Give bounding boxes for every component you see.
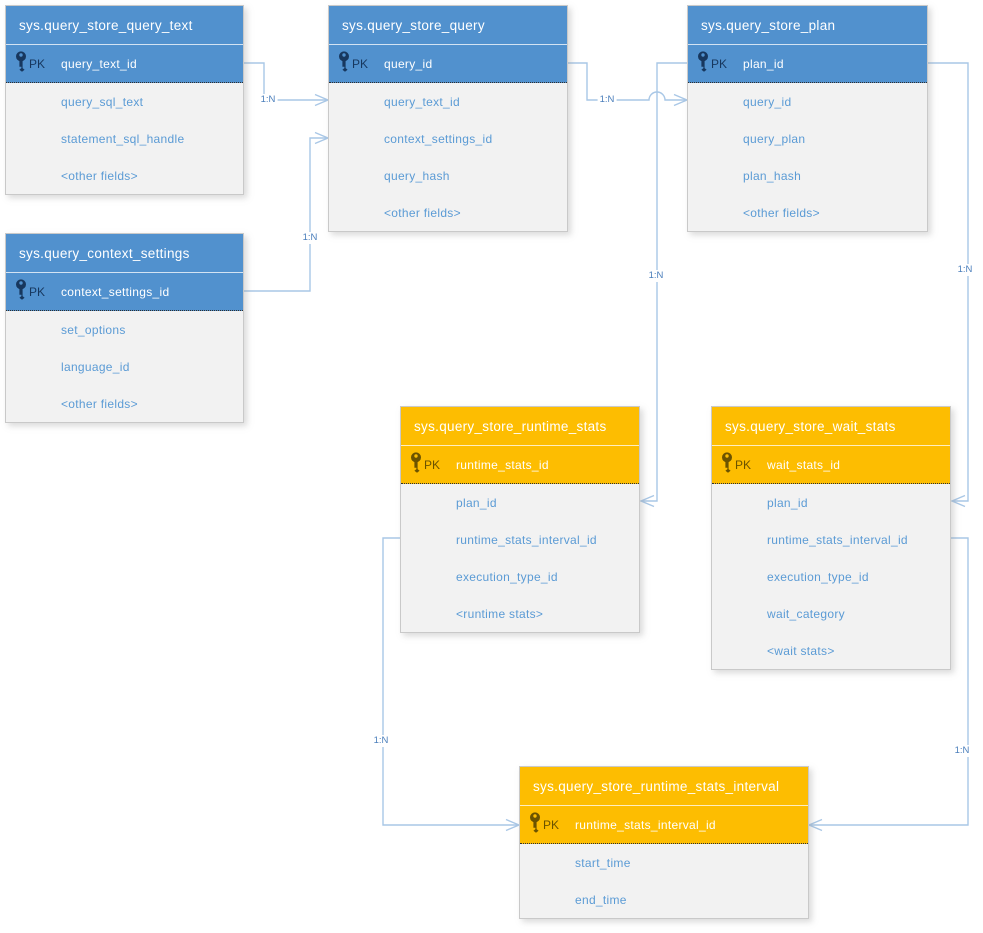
field-row: language_id (61, 359, 130, 374)
field-row: <other fields> (61, 396, 138, 411)
field-row: <other fields> (61, 168, 138, 183)
pk-field-name: runtime_stats_id (456, 457, 549, 472)
pk-row: PK plan_id (688, 45, 927, 83)
table-title: sys.query_store_wait_stats (712, 407, 950, 446)
field-row: statement_sql_handle (61, 131, 185, 146)
pk-row: PK runtime_stats_interval_id (520, 806, 808, 844)
field-row: runtime_stats_interval_id (456, 532, 597, 547)
entity-table-query-store-runtime-stats-interval: sys.query_store_runtime_stats_interval P… (519, 766, 809, 919)
cardinality-label: 1:N (646, 270, 666, 282)
pk-label: PK (29, 56, 46, 71)
entity-table-query-store-query: sys.query_store_query PK query_id query_… (328, 5, 568, 232)
connector-query-plan (568, 62, 689, 107)
field-row: query_id (743, 94, 792, 109)
field-row: start_time (575, 855, 631, 870)
field-row: query_plan (743, 131, 806, 146)
field-row: execution_type_id (767, 569, 869, 584)
cardinality-label: 1:N (952, 745, 972, 757)
pk-field-name: runtime_stats_interval_id (575, 817, 716, 832)
table-title: sys.query_store_plan (688, 6, 927, 45)
field-row: plan_id (767, 495, 808, 510)
field-row: runtime_stats_interval_id (767, 532, 908, 547)
table-title: sys.query_context_settings (6, 234, 243, 273)
field-row: <wait stats> (767, 643, 835, 658)
cardinality-label: 1:N (955, 264, 975, 276)
primary-key-icon (15, 50, 27, 77)
field-row: end_time (575, 892, 627, 907)
cardinality-label: 1:N (300, 232, 320, 244)
field-row: <other fields> (384, 205, 461, 220)
field-row: wait_category (767, 606, 845, 621)
primary-key-icon (721, 451, 733, 478)
pk-field-name: context_settings_id (61, 284, 170, 299)
cardinality-label: 1:N (371, 735, 391, 747)
entity-table-query-store-query-text: sys.query_store_query_text PK query_text… (5, 5, 244, 195)
field-row: query_sql_text (61, 94, 144, 109)
field-row: execution_type_id (456, 569, 558, 584)
field-row: context_settings_id (384, 131, 493, 146)
cardinality-label: 1:N (258, 94, 278, 106)
field-row: plan_hash (743, 168, 802, 183)
pk-label: PK (29, 284, 46, 299)
pk-row: PK query_id (329, 45, 567, 83)
pk-field-name: plan_id (743, 56, 784, 71)
connector-plan-runtimestats (639, 62, 687, 508)
primary-key-icon (338, 50, 350, 77)
cardinality-label: 1:N (597, 94, 617, 106)
pk-label: PK (424, 457, 441, 472)
entity-table-query-context-settings: sys.query_context_settings PK context_se… (5, 233, 244, 423)
primary-key-icon (529, 811, 541, 838)
table-title: sys.query_store_query_text (6, 6, 243, 45)
primary-key-icon (697, 50, 709, 77)
entity-table-query-store-wait-stats: sys.query_store_wait_stats PK wait_stats… (711, 406, 951, 670)
entity-table-query-store-plan: sys.query_store_plan PK plan_id query_id… (687, 5, 928, 232)
pk-label: PK (711, 56, 728, 71)
pk-field-name: wait_stats_id (767, 457, 841, 472)
connector-contextsettings-query (244, 131, 330, 292)
connector-querytext-query (244, 62, 330, 107)
field-row: query_hash (384, 168, 450, 183)
pk-field-name: query_id (384, 56, 433, 71)
field-row: query_text_id (384, 94, 460, 109)
pk-label: PK (352, 56, 369, 71)
pk-row: PK runtime_stats_id (401, 446, 639, 484)
pk-row: PK wait_stats_id (712, 446, 950, 484)
pk-row: PK query_text_id (6, 45, 243, 83)
table-title: sys.query_store_query (329, 6, 567, 45)
field-row: <runtime stats> (456, 606, 544, 621)
field-row: plan_id (456, 495, 497, 510)
pk-label: PK (543, 817, 560, 832)
entity-table-query-store-runtime-stats: sys.query_store_runtime_stats PK runtime… (400, 406, 640, 633)
table-title: sys.query_store_runtime_stats_interval (520, 767, 808, 806)
table-title: sys.query_store_runtime_stats (401, 407, 639, 446)
primary-key-icon (15, 278, 27, 305)
pk-row: PK context_settings_id (6, 273, 243, 311)
primary-key-icon (410, 451, 422, 478)
pk-label: PK (735, 457, 752, 472)
pk-field-name: query_text_id (61, 56, 137, 71)
field-row: set_options (61, 322, 126, 337)
field-row: <other fields> (743, 205, 820, 220)
